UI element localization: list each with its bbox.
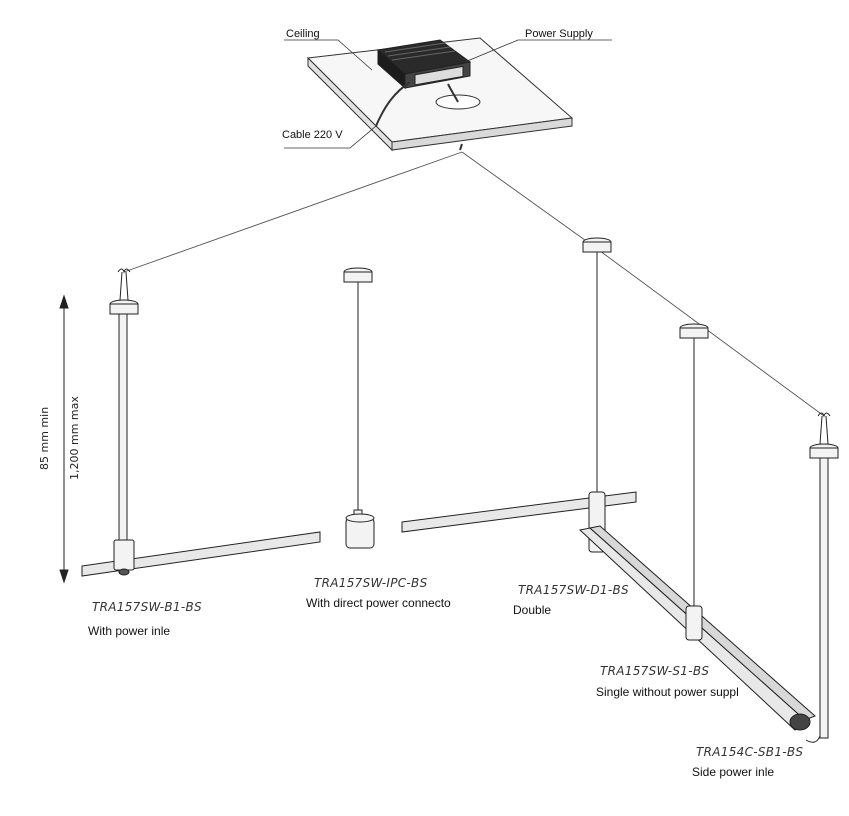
product-description: With power inle	[88, 624, 171, 638]
power-supply-box	[376, 39, 472, 90]
product-sku: TRA157SW-IPC-BS	[314, 576, 428, 590]
pendant-sb1	[789, 412, 839, 743]
callout-cable: Cable 220 V	[282, 129, 343, 141]
product-description: Side power inle	[692, 765, 775, 779]
product-description: Double	[513, 603, 552, 617]
output-cable	[447, 83, 459, 103]
feed-wires	[123, 151, 825, 417]
callout-ceiling: Ceiling	[286, 28, 320, 40]
product-sku: TRA157SW-S1-BS	[600, 664, 710, 678]
dimension-max-label: 1,200 mm max	[68, 396, 81, 480]
callout-power-supply: Power Supply	[525, 28, 593, 40]
pendant-b1	[81, 268, 321, 577]
dimension-min-label: 85 mm min	[38, 406, 51, 470]
height-dimension	[59, 294, 69, 584]
product-description: Single without power suppl	[596, 685, 739, 699]
product-description: With direct power connecto	[306, 596, 451, 610]
ceiling-slab	[306, 37, 574, 152]
supply-cable	[375, 81, 411, 127]
callout-leaders	[284, 39, 612, 149]
product-sku: TRA157SW-D1-BS	[518, 583, 629, 597]
pendant-s1	[679, 323, 709, 641]
product-sku: TRA154C-SB1-BS	[696, 745, 804, 759]
pendant-d1	[401, 237, 816, 731]
product-sku: TRA157SW-B1-BS	[92, 600, 202, 614]
pendant-ipc	[343, 267, 375, 549]
